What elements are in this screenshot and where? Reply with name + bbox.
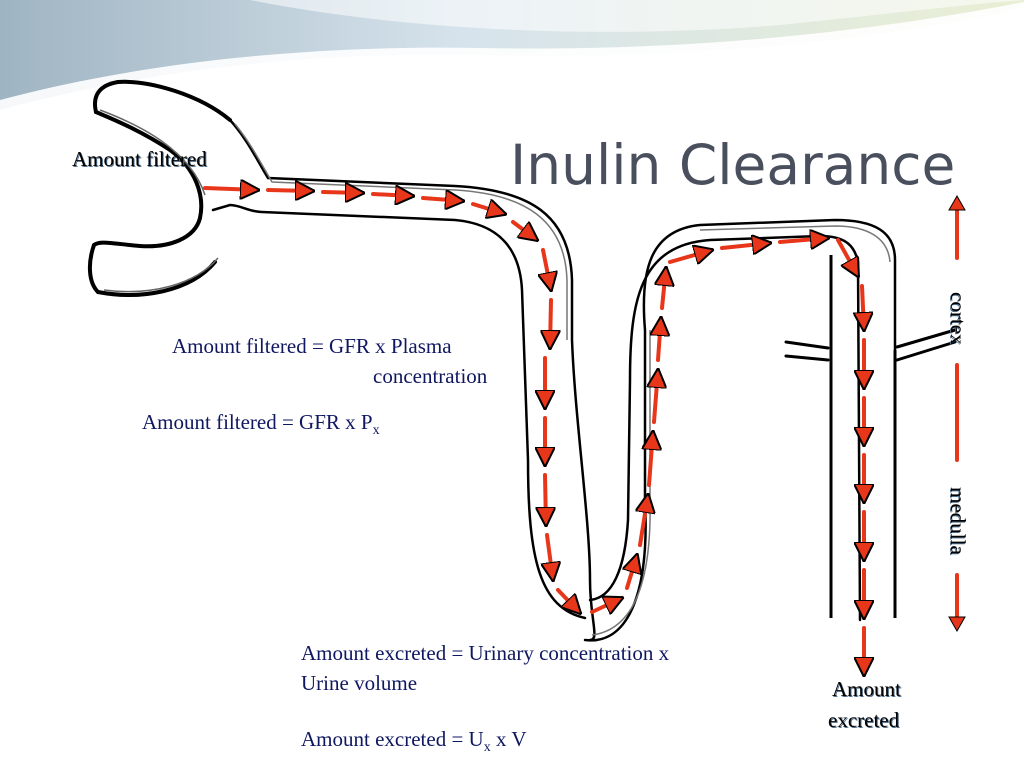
- amount-excreted-label-line2: excreted: [828, 708, 900, 732]
- slide-title: Inulin Clearance: [510, 133, 956, 197]
- equation-excreted-short-suffix: x V: [490, 727, 527, 751]
- equation-filtered-short-subscript: x: [372, 423, 380, 439]
- flow-arrows: [203, 188, 864, 677]
- equation-filtered-short-text: Amount filtered = GFR x P: [142, 410, 373, 434]
- bowmans-capsule: [87, 79, 232, 297]
- cortex-label: cortex: [946, 292, 970, 345]
- equation-excreted-short-text: Amount excreted = U: [301, 727, 484, 751]
- cortex-boundary-left: [784, 340, 830, 362]
- tubule-walls: [211, 118, 897, 642]
- equation-filtered-line1: Amount filtered = GFR x Plasma: [172, 334, 452, 358]
- equation-excreted-line1: Amount excreted = Urinary concentration …: [301, 641, 670, 665]
- equation-filtered-short: Amount filtered = GFR x Px: [142, 407, 380, 446]
- collecting-duct: [829, 255, 897, 618]
- equation-filtered-line2: concentration: [373, 364, 488, 388]
- equation-excreted-line2: Urine volume: [301, 671, 418, 695]
- amount-excreted-label-line1: Amount: [832, 677, 901, 701]
- medulla-label: medulla: [946, 487, 970, 555]
- equation-excreted-short-subscript: x: [483, 740, 491, 756]
- equation-excreted-short: Amount excreted = Ux x V: [301, 724, 527, 763]
- cortex-boundary-right: [895, 328, 957, 362]
- amount-filtered-label: Amount filtered: [72, 147, 207, 171]
